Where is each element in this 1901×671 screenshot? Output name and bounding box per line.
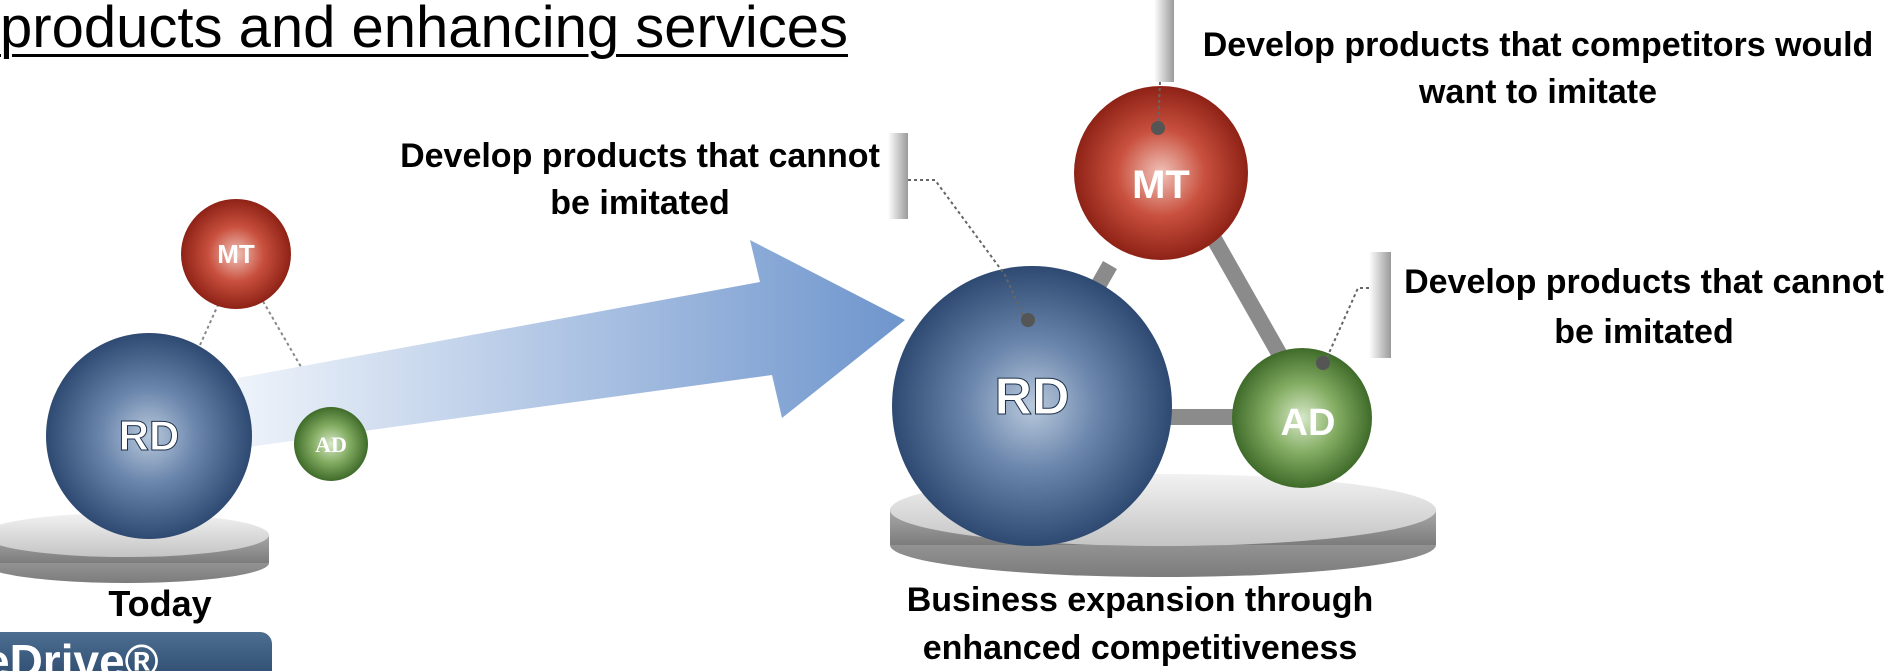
today-rd-circle: RD <box>46 333 252 539</box>
future-caption: Business expansion through enhanced comp… <box>906 581 1374 667</box>
future-ad-circle: AD <box>1232 348 1372 488</box>
callout-mt <box>1151 0 1174 135</box>
callout-ad-text: Develop products that cannot be imitated <box>1404 263 1884 351</box>
brand-badge: eDrive® <box>0 632 272 671</box>
future-rd-label: RD <box>994 368 1069 426</box>
today-mt-label: MT <box>217 239 255 269</box>
future-ad-label: AD <box>1281 402 1336 444</box>
callout-ad <box>1316 252 1391 370</box>
today-ad-label: AD <box>315 432 347 457</box>
future-rd-circle: RD <box>892 266 1172 546</box>
today-caption: Today <box>108 583 212 624</box>
today-ad-circle: AD <box>294 407 368 481</box>
callout-mt-text: Develop products that competitors would … <box>1202 26 1874 111</box>
future-mt-label: MT <box>1132 163 1190 207</box>
slide-title: products and enhancing services <box>0 0 848 60</box>
today-rd-label: RD <box>119 412 180 459</box>
callout-rd <box>888 133 1035 327</box>
callout-rd-text: Develop products that cannot be imitated <box>400 137 880 222</box>
today-mt-circle: MT <box>181 199 291 309</box>
future-mt-circle: MT <box>1074 86 1248 260</box>
growth-arrow <box>238 240 905 448</box>
brand-badge-text: eDrive® <box>0 635 159 671</box>
